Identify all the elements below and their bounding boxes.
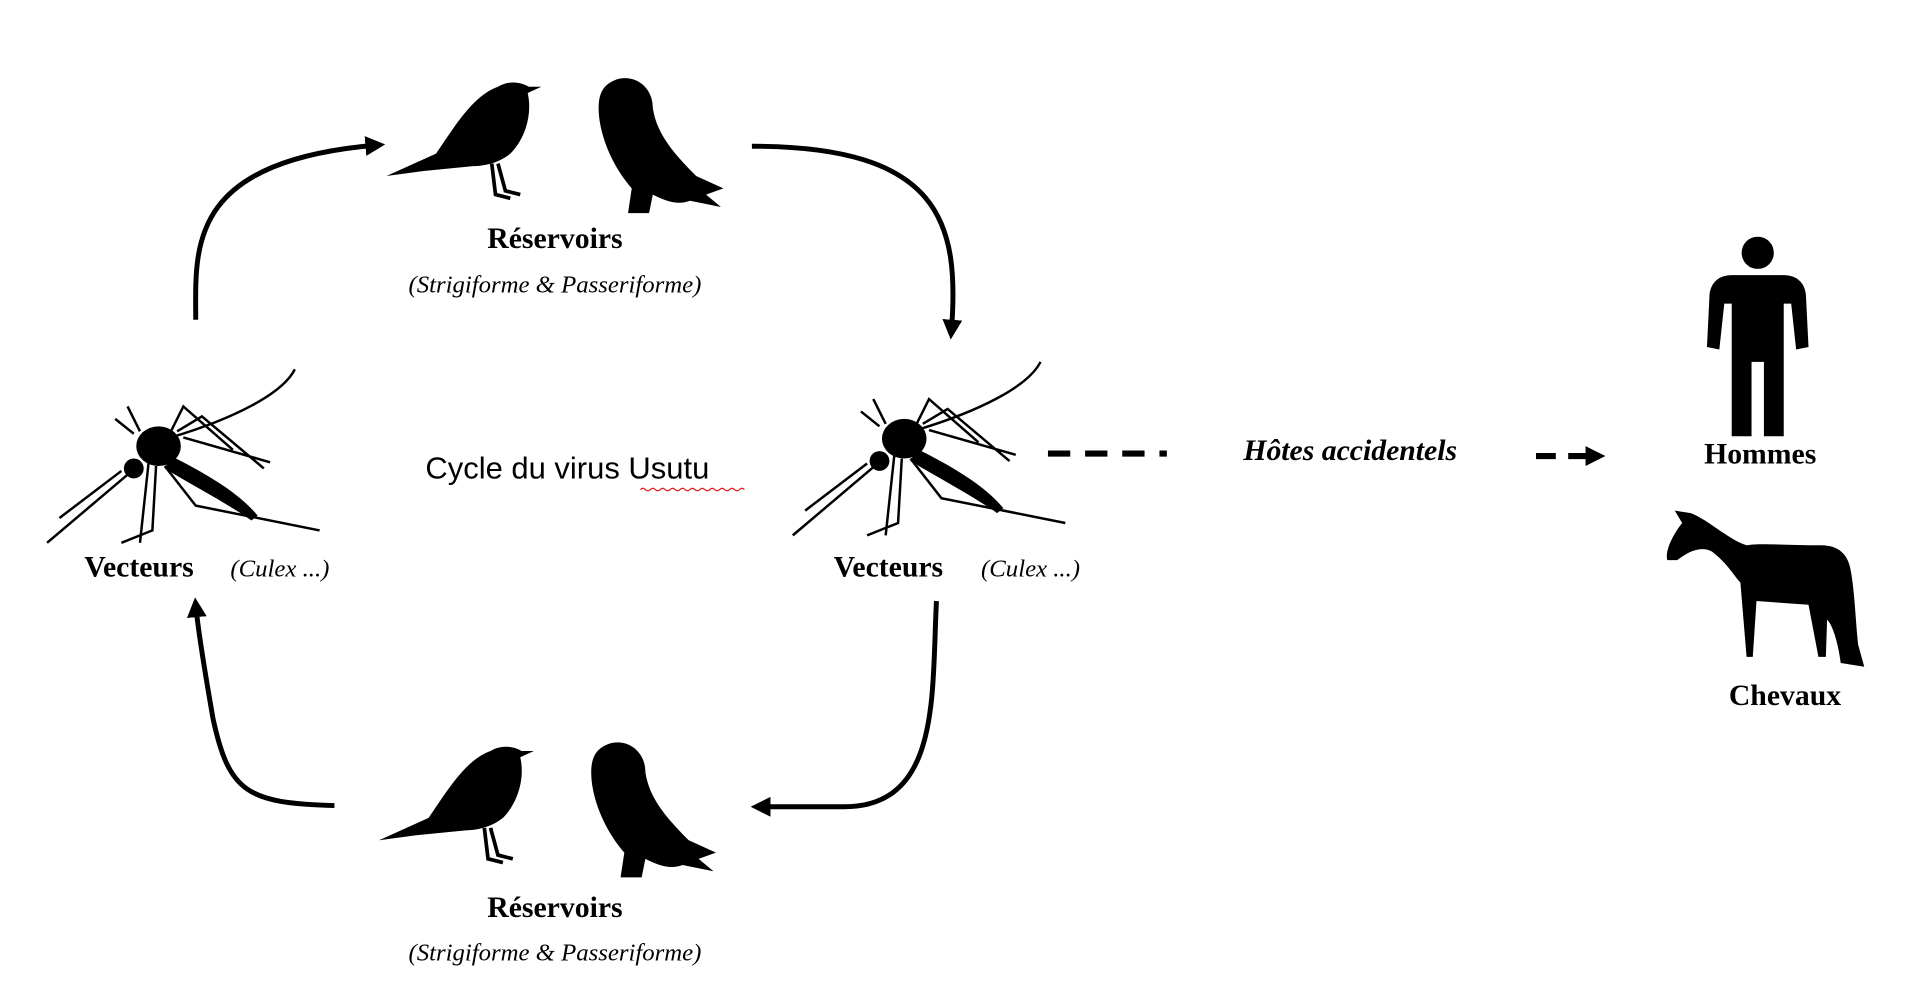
arrow-vector-to-reservoir-top <box>193 136 386 320</box>
birds-top-icon <box>384 76 726 216</box>
vectors-right-label: Vecteurs <box>834 551 943 583</box>
reservoirs-top-label: Réservoirs <box>487 223 622 255</box>
birds-bottom-icon <box>377 740 718 880</box>
arrow-reservoir-top-to-vector <box>751 143 963 340</box>
spellcheck-underline <box>639 487 745 492</box>
vectors-left-sub: (Culex ...) <box>230 555 329 582</box>
diagram-title: Cycle du virus Usutu <box>425 450 709 485</box>
vectors-left-label: Vecteurs <box>84 551 193 583</box>
reservoirs-top-sub: (Strigiforme & Passeriforme) <box>408 271 701 298</box>
accidental-hosts-label: Hôtes accidentels <box>1242 435 1457 467</box>
vectors-right-sub: (Culex ...) <box>981 555 1080 582</box>
horse-icon <box>1666 510 1865 667</box>
mosquito-left-icon <box>45 368 321 545</box>
humans-label: Hommes <box>1704 438 1816 470</box>
arrow-vector-to-reservoir-bottom <box>750 600 939 817</box>
horses-label: Chevaux <box>1729 680 1841 712</box>
mosquito-right-icon <box>791 360 1067 537</box>
reservoirs-bottom-sub: (Strigiforme & Passeriforme) <box>408 939 701 966</box>
human-icon <box>1706 236 1809 437</box>
arrow-reservoir-bottom-to-vector <box>186 597 335 809</box>
reservoirs-bottom-label: Réservoirs <box>487 892 622 924</box>
